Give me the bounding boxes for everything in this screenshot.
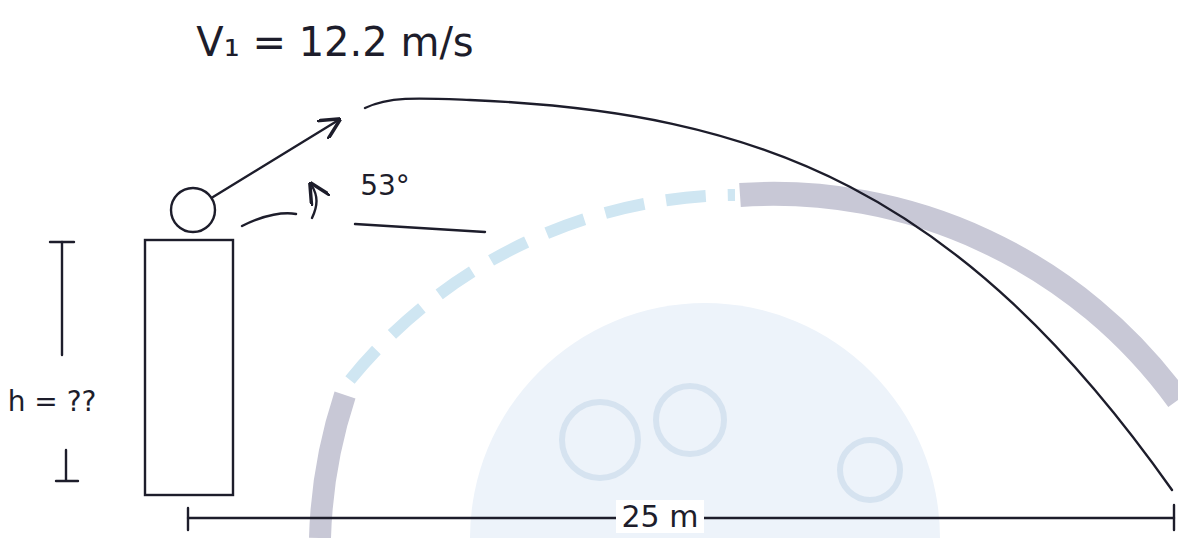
distance-label: 25 m — [616, 500, 705, 533]
ball — [171, 188, 215, 232]
velocity-label: V₁ = 12.2 m/s — [196, 20, 473, 64]
building — [145, 240, 233, 495]
angle-ref — [242, 213, 296, 226]
velocity-arrow — [213, 121, 337, 197]
watermark — [320, 194, 1178, 538]
trajectory — [365, 98, 1172, 490]
horizontal-ref — [355, 224, 485, 232]
height-dimension — [65, 450, 67, 480]
ink-sketch — [50, 98, 1174, 530]
height-label: h = ?? — [8, 387, 97, 418]
angle-arc — [312, 186, 317, 218]
height-dimension — [61, 242, 63, 355]
angle-label: 53° — [360, 171, 410, 202]
